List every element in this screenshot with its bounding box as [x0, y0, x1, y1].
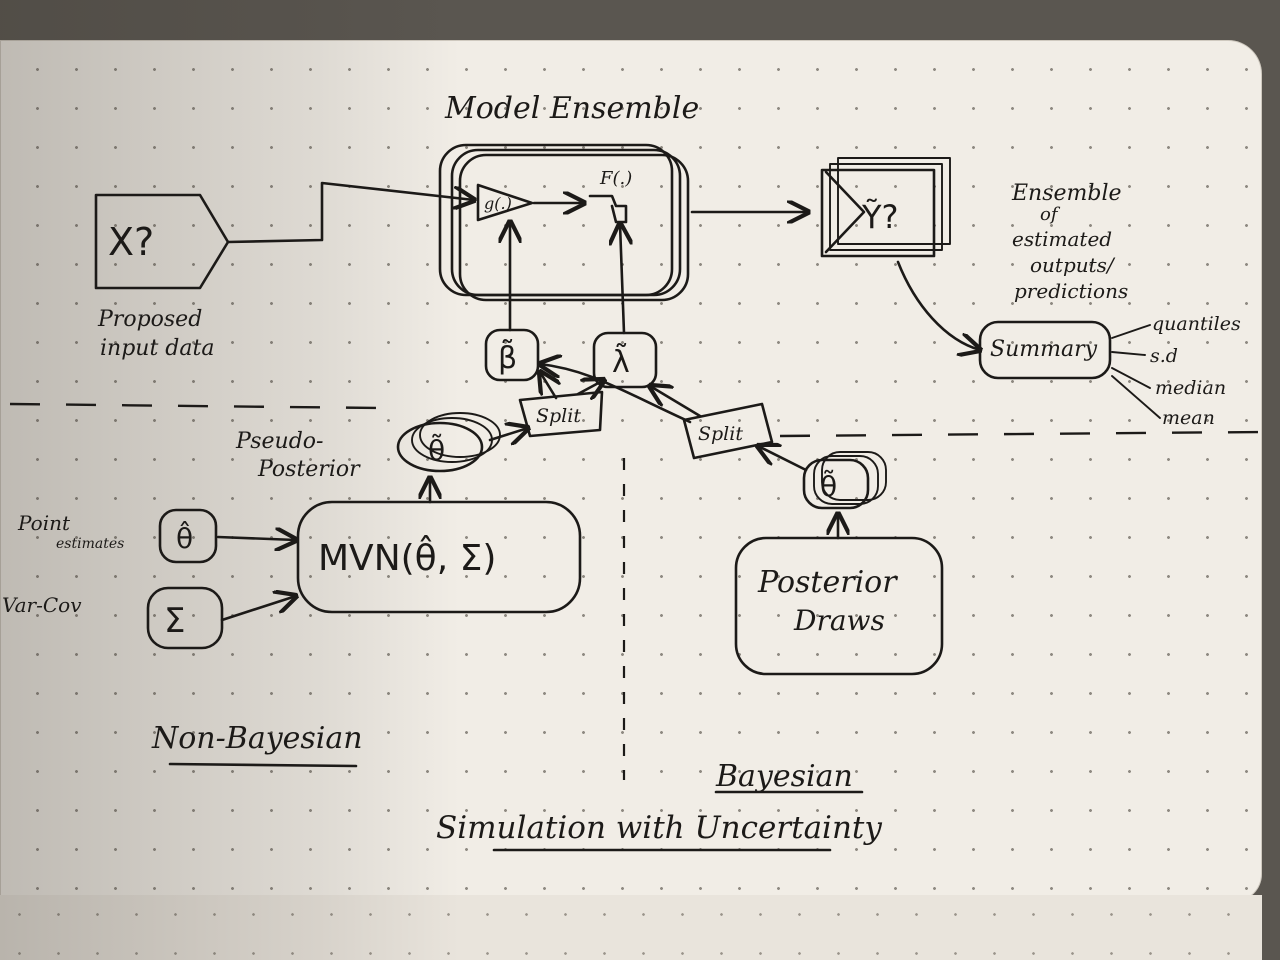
section-divider-left — [9, 402, 381, 410]
notebook-lower-page — [0, 895, 1262, 960]
split-right-node: Split — [682, 402, 774, 460]
output-label-line2: of — [1040, 204, 1061, 225]
varcov-label: Var-Cov — [2, 593, 82, 617]
b-theta-tilde-node: θ̃ — [802, 451, 887, 510]
input-symbol: X? — [108, 220, 154, 264]
sigma-node: Σ — [146, 586, 224, 650]
bayesian-heading: Bayesian — [715, 759, 853, 794]
output-label: Ensemble of estimated outputs/ predictio… — [1011, 181, 1128, 303]
split-right-to-lambda-arrow — [650, 386, 702, 418]
point-label-line2: estimates — [56, 536, 124, 552]
f-function-node: F(.) — [588, 168, 632, 224]
theta-hat-node: θ̂ — [158, 508, 218, 564]
beta-symbol: β̃ — [498, 340, 517, 376]
theta-hat-to-mvn-arrow — [216, 537, 296, 540]
lambda-symbol: λ̃ — [612, 344, 630, 380]
posterior-label-line2: Draws — [793, 604, 885, 637]
mvn-label: MVN(θ̂, Σ) — [318, 534, 496, 579]
summary-stat-2: s.d — [1150, 345, 1178, 367]
g-function-node: g(.) — [476, 183, 534, 222]
f-function-label: F(.) — [599, 168, 632, 189]
input-node: X? — [94, 193, 230, 290]
summary-stat-4: mean — [1162, 407, 1215, 429]
summary-label: Summary — [990, 337, 1098, 362]
posterior-draws-node: Posterior Draws — [734, 536, 944, 676]
output-node: Ỹ? — [820, 157, 951, 258]
section-divider-right — [779, 430, 1261, 438]
nb-theta-tilde-node: θ̃ — [396, 412, 501, 473]
output-label-line4: outputs/ — [1030, 253, 1116, 277]
pseudo-label-line2: Posterior — [257, 457, 361, 482]
output-label-line3: estimated — [1012, 227, 1112, 251]
output-symbol: Ỹ? — [861, 198, 899, 236]
model-ensemble-box — [438, 143, 690, 302]
summary-stat-line-3 — [1111, 367, 1151, 389]
point-label-line1: Point — [17, 511, 71, 535]
lambda-to-f-arrow — [620, 224, 624, 335]
summary-stat-1: quantiles — [1152, 313, 1241, 335]
beta-node: β̃ — [484, 328, 540, 382]
split-right-label: Split — [698, 423, 743, 445]
nb-theta-to-split-arrow — [488, 428, 528, 440]
summary-stat-3: median — [1155, 377, 1226, 399]
diagram-title: Model Ensemble — [444, 91, 699, 126]
output-label-line1: Ensemble — [1011, 181, 1122, 206]
notebook-page — [0, 40, 1262, 902]
lambda-node: λ̃ — [592, 331, 658, 389]
summary-stat-line-1 — [1111, 324, 1151, 339]
input-to-model-arrow — [226, 181, 474, 244]
split-left-label: Split — [536, 405, 581, 427]
b-theta-to-split-arrow — [758, 446, 808, 472]
nb-theta-tilde-symbol: θ̃ — [428, 433, 445, 467]
split-left-to-beta-arrow — [540, 372, 556, 400]
split-left-to-lambda-arrow — [576, 380, 604, 394]
output-to-summary-arrow — [896, 260, 980, 350]
non-bayesian-underline — [168, 762, 358, 768]
output-label-line5: predictions — [1014, 279, 1128, 303]
diagram-caption: Simulation with Uncertainty — [436, 810, 882, 846]
summary-stat-line-4 — [1111, 375, 1161, 419]
input-label-line1: Proposed — [97, 307, 202, 332]
mvn-node: MVN(θ̂, Σ) — [296, 500, 582, 614]
b-theta-tilde-symbol: θ̃ — [820, 469, 837, 503]
posterior-label-line1: Posterior — [757, 565, 898, 600]
input-label-line2: input data — [100, 336, 214, 361]
pseudo-label-line1: Pseudo- — [235, 429, 323, 454]
theta-hat-symbol: θ̂ — [176, 519, 193, 555]
summary-stat-line-2 — [1111, 351, 1146, 356]
summary-node: Summary — [978, 320, 1112, 380]
non-bayesian-heading: Non-Bayesian — [151, 721, 363, 756]
sigma-symbol: Σ — [164, 601, 185, 641]
sigma-to-mvn-arrow — [220, 596, 296, 622]
split-left-node: Split — [518, 390, 604, 438]
g-function-label: g(.) — [484, 194, 512, 213]
split-right-to-beta-arrow — [540, 364, 692, 424]
